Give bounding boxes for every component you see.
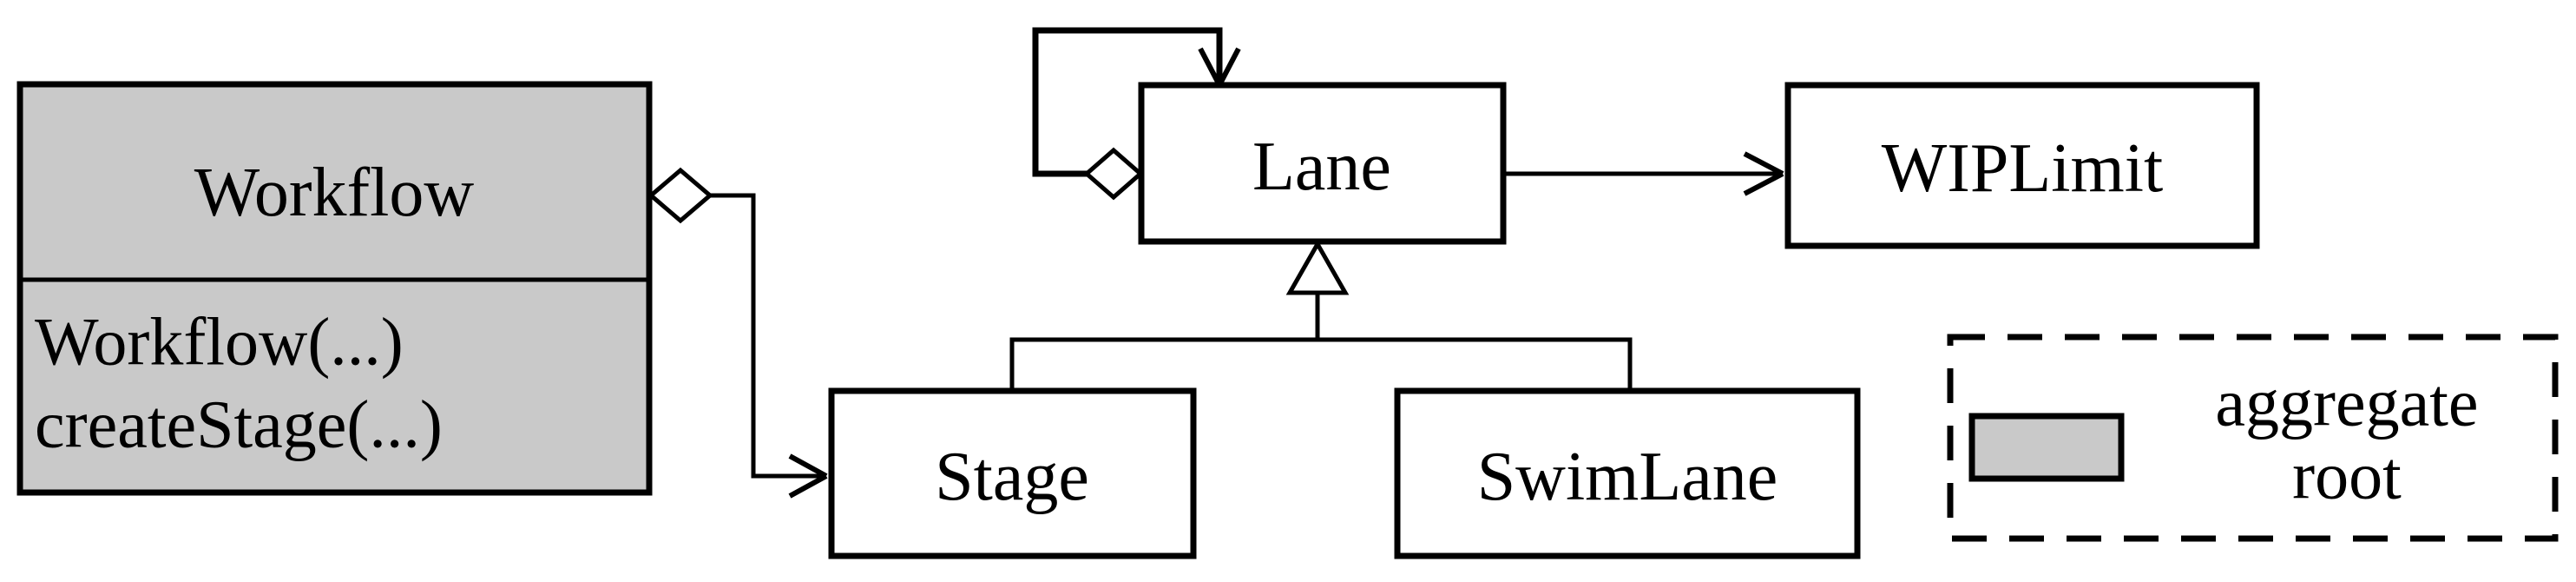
wiplimit-class: WIPLimit	[1784, 82, 2260, 249]
workflow-stage-connector	[710, 193, 823, 479]
legend-dashed-border	[1947, 334, 2559, 542]
wiplimit-class-box	[1784, 82, 2260, 249]
inheritance-branch-connector	[1009, 337, 1633, 391]
swimlane-class-name: SwimLane	[1477, 439, 1778, 515]
workflow-constructor-method: Workflow(...)	[35, 303, 404, 379]
workflow-class: Workflow Workflow(...) createStage(...)	[16, 81, 653, 496]
workflow-stage-aggregation	[647, 167, 828, 499]
inheritance-triangle-icon	[1285, 239, 1350, 295]
legend-label-line2: root	[2292, 437, 2402, 513]
workflow-class-box	[16, 81, 653, 496]
stage-class: Stage	[828, 387, 1197, 559]
lane-class-box	[1138, 82, 1507, 245]
arrowhead-into-lane-top-icon	[1198, 47, 1241, 87]
legend-label-line1: aggregate	[2215, 364, 2478, 440]
legend: aggregate root	[1947, 334, 2559, 542]
aggregation-diamond-lane	[1083, 147, 1144, 201]
stage-class-box	[828, 387, 1197, 559]
lane-self-aggregation	[1032, 27, 1241, 201]
generalization-tree	[1009, 239, 1633, 391]
lane-class-name: Lane	[1252, 129, 1391, 205]
aggregation-diamond-workflow	[647, 167, 713, 224]
lane-self-loop-connector	[1032, 27, 1223, 177]
arrowhead-into-wiplimit-icon	[1743, 151, 1784, 196]
aggregate-root-swatch-icon	[1968, 413, 2125, 482]
arrowhead-into-stage-icon	[788, 453, 828, 499]
lane-class: Lane	[1138, 82, 1507, 245]
wiplimit-class-name: WIPLimit	[1882, 130, 2163, 207]
swimlane-class-box	[1394, 387, 1861, 559]
workflow-createstage-method: createStage(...)	[35, 386, 443, 461]
workflow-class-name: Workflow	[194, 155, 475, 231]
stage-class-name: Stage	[935, 439, 1089, 515]
lane-wiplimit-association	[1503, 151, 1784, 196]
swimlane-class: SwimLane	[1394, 387, 1861, 559]
